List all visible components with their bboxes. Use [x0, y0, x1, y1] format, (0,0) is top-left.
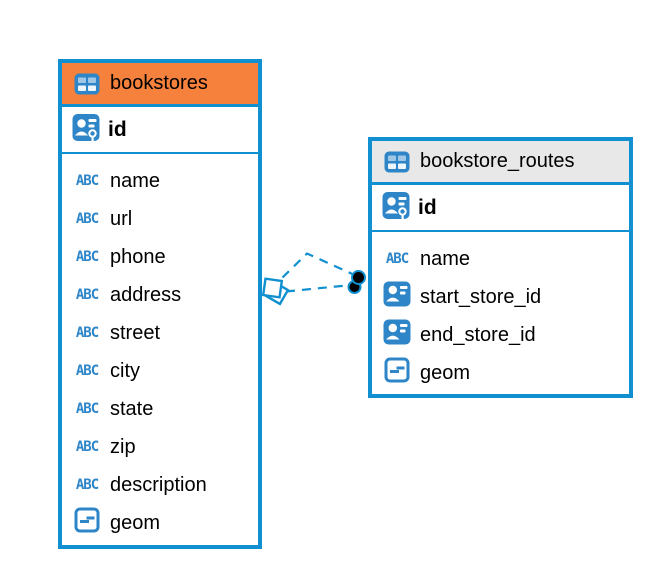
column-label: address [110, 283, 182, 306]
foreign-key-column-icon [383, 319, 411, 351]
many-end-diamond-markers[interactable] [261, 277, 290, 306]
table-title: bookstore_routes [420, 150, 575, 172]
column-row-end-store-id[interactable]: end_store_id [372, 316, 629, 354]
primary-key-icon [382, 191, 410, 224]
table-icon [74, 73, 100, 95]
column-label: name [420, 247, 471, 270]
column-row-phone[interactable]: ABC phone [62, 238, 258, 276]
column-label: name [110, 169, 161, 192]
text-column-icon: ABC [75, 401, 99, 417]
column-row-address[interactable]: ABC address [62, 276, 258, 314]
column-label: city [110, 359, 140, 382]
column-row-start-store-id[interactable]: start_store_id [372, 278, 629, 316]
one-end-dot-markers[interactable] [347, 270, 366, 294]
column-row-geom[interactable]: geom [62, 504, 258, 542]
column-row-state[interactable]: ABC state [62, 390, 258, 428]
column-row-id[interactable]: id [62, 107, 258, 154]
geometry-column-icon [74, 507, 100, 539]
column-row-name[interactable]: ABC name [372, 240, 629, 278]
text-column-icon: ABC [385, 251, 409, 267]
column-row-city[interactable]: ABC city [62, 352, 258, 390]
column-label: geom [420, 361, 471, 384]
column-label: description [110, 473, 207, 496]
text-column-icon: ABC [75, 325, 99, 341]
text-column-icon: ABC [75, 363, 99, 379]
column-label: phone [110, 245, 166, 268]
table-icon [384, 151, 410, 173]
foreign-key-column-icon [383, 281, 411, 313]
text-column-icon: ABC [75, 249, 99, 265]
diamond-marker-icon [261, 277, 284, 299]
column-label: url [110, 207, 133, 230]
relationship-start-store-id[interactable] [281, 252, 354, 279]
primary-key-label: id [108, 117, 127, 141]
column-row-id[interactable]: id [372, 185, 629, 232]
text-column-icon: ABC [75, 173, 99, 189]
relationship-line[interactable] [281, 252, 354, 279]
column-label: street [110, 321, 161, 344]
column-label: zip [110, 435, 136, 458]
dot-marker-icon [351, 270, 366, 285]
column-label: start_store_id [420, 285, 542, 308]
column-row-description[interactable]: ABC description [62, 466, 258, 504]
relationship-line[interactable] [285, 283, 352, 293]
relationship-end-store-id[interactable] [285, 283, 352, 293]
column-row-street[interactable]: ABC street [62, 314, 258, 352]
text-column-icon: ABC [75, 211, 99, 227]
column-label: end_store_id [420, 323, 536, 346]
table-title: bookstores [110, 72, 208, 94]
table-header-bookstore-routes[interactable]: bookstore_routes [372, 141, 629, 185]
text-column-icon: ABC [75, 439, 99, 455]
primary-key-icon [72, 113, 100, 146]
column-row-zip[interactable]: ABC zip [62, 428, 258, 466]
geometry-column-icon [384, 357, 410, 389]
text-column-icon: ABC [75, 287, 99, 303]
table-bookstore-routes[interactable]: bookstore_routes id ABC name start_store_i… [368, 137, 633, 398]
column-label: state [110, 397, 154, 420]
column-row-geom[interactable]: geom [372, 354, 629, 392]
column-row-url[interactable]: ABC url [62, 200, 258, 238]
text-column-icon: ABC [75, 477, 99, 493]
table-header-bookstores[interactable]: bookstores [62, 63, 258, 107]
column-row-name[interactable]: ABC name [62, 162, 258, 200]
column-label: geom [110, 511, 161, 534]
primary-key-label: id [418, 195, 437, 219]
